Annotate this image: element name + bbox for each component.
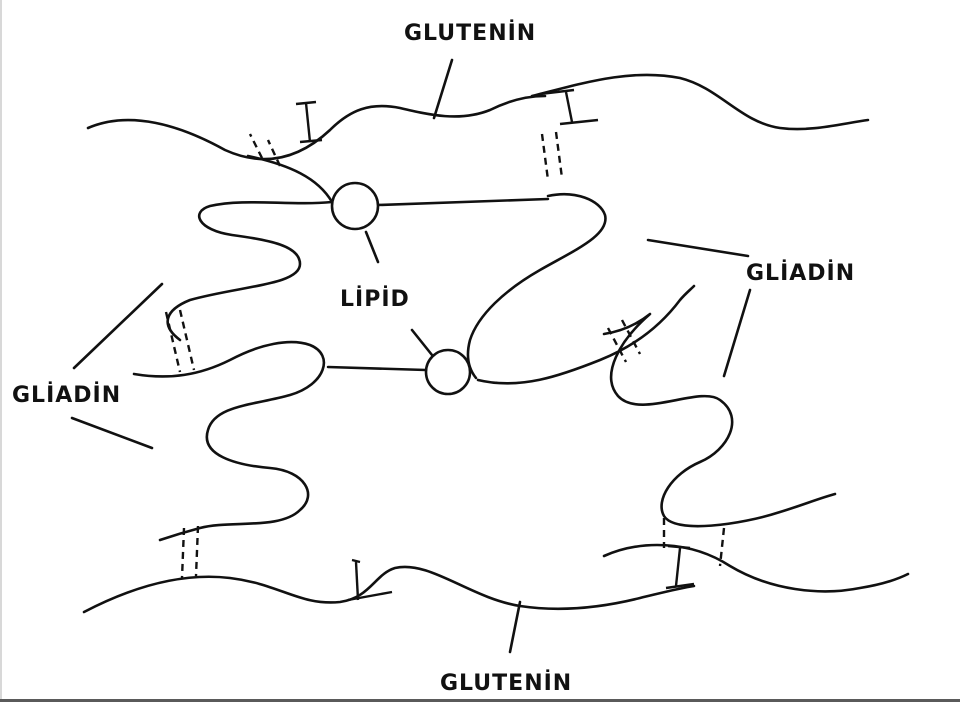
leader-gliadin-left-lower <box>72 418 152 448</box>
label-glutenin-top: GLUTENİN <box>404 20 536 46</box>
disulfide-bond-2 <box>540 90 598 124</box>
leader-gliadin-left-upper <box>74 284 162 368</box>
disulfide-bond-1 <box>296 102 322 142</box>
disulfide-bond-4 <box>666 546 694 588</box>
gliadin-chain-middle <box>468 194 605 378</box>
glutenin-strand-top-left <box>88 96 545 159</box>
label-glutenin-bottom: GLUTENİN <box>440 670 572 696</box>
lipid-circle-lower <box>426 350 470 394</box>
label-gliadin-left: GLİADİN <box>12 382 121 408</box>
leader-gliadin-right-lower <box>724 290 750 376</box>
leader-glutenin-bottom <box>510 602 520 652</box>
hydrogen-bond-2 <box>542 132 562 180</box>
lipid-bridge-lower <box>328 367 426 370</box>
glutenin-strand-bottom-right <box>604 545 908 591</box>
leader-gliadin-right-upper <box>648 240 748 256</box>
gliadin-chain-upper <box>168 156 332 340</box>
gliadin-chain-lower <box>134 342 324 540</box>
glutenin-strand-bottom-left <box>84 567 694 612</box>
gliadin-chain-right <box>478 286 694 383</box>
hydrogen-bond-5 <box>182 526 198 578</box>
gliadin-chain-right-lower <box>604 314 835 526</box>
leader-lipid-upper <box>366 232 378 262</box>
lipid-circle-upper <box>332 183 378 229</box>
leader-glutenin-top <box>434 60 452 118</box>
disulfide-bond-3 <box>348 560 392 600</box>
label-lipid: LİPİD <box>340 286 410 312</box>
label-gliadin-right: GLİADİN <box>746 260 855 286</box>
lipid-bridge-upper <box>378 199 548 205</box>
